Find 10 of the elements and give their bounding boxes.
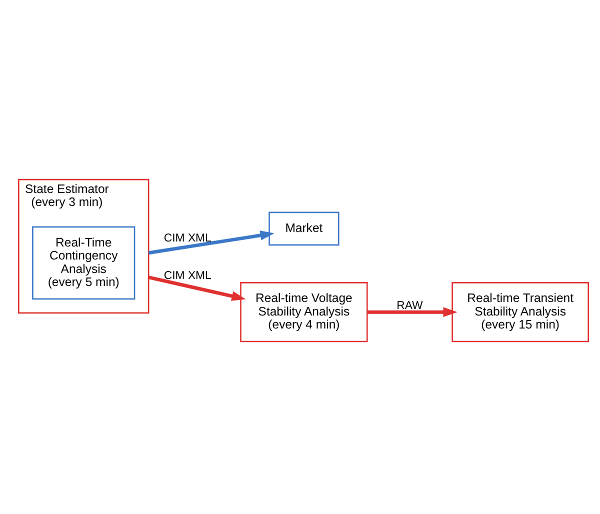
edge-label: RAW [396, 300, 423, 312]
node-box: Real-Time Contingency Analysis (every 5 min) [32, 226, 136, 300]
arrow [148, 276, 246, 301]
node-box: Real-time Voltage Stability Analysis (every 4 min) [240, 282, 368, 342]
edge-label: CIM XML [164, 232, 212, 244]
node-box: Real-time Transient Stability Analysis (every 15 min) [452, 282, 590, 342]
arrow [148, 230, 274, 255]
arrow [367, 307, 458, 318]
edge-label: CIM XML [164, 270, 212, 282]
node-box: Market [268, 212, 340, 246]
